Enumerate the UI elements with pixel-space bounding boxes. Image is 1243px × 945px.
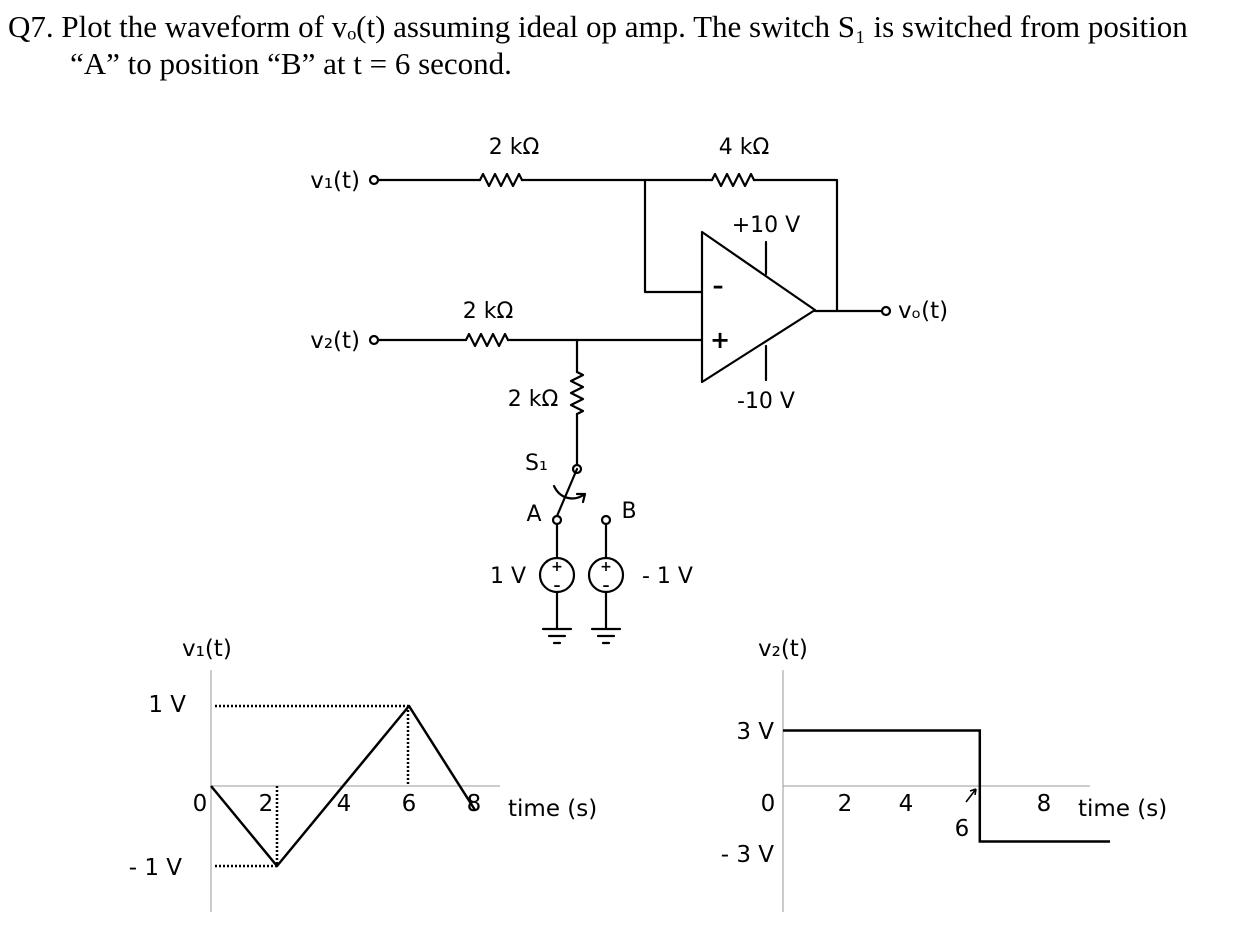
label-position-b: B	[621, 499, 636, 524]
label-r-shunt: 2 kΩ	[508, 387, 559, 412]
v1-terminal	[368, 174, 380, 186]
source-a-minus: –	[554, 578, 561, 594]
chart-v1-series-line	[210, 704, 477, 868]
chart-v1-xtick-6: 6	[402, 791, 417, 817]
chart-v1-xlabel: time (s)	[508, 796, 597, 822]
ground-symbol-b	[590, 627, 622, 645]
ground-symbol-a	[541, 627, 573, 645]
v2-terminal	[368, 334, 380, 346]
label-position-a: A	[526, 502, 541, 527]
label-switch: S₁	[525, 451, 548, 476]
chart-v2-xlabel: time (s)	[1078, 796, 1167, 822]
switch-contact-a	[551, 514, 563, 526]
feedback-return-wire	[752, 178, 839, 313]
chart-v2: v₂(t) 3 V - 3 V 0 2 4 6 8 time (s)	[721, 636, 1167, 912]
switch-arrow-head	[575, 492, 587, 504]
chart-v2-xtick-2: 2	[838, 791, 853, 817]
chart-v1-xtick-0: 0	[193, 791, 208, 817]
label-r-v2: 2 kΩ	[463, 299, 514, 324]
opamp-body	[700, 230, 817, 384]
chart-v2-ytick-pos: 3 V	[736, 719, 774, 745]
label-source-b: - 1 V	[642, 564, 693, 589]
chart-v2-xtick-0: 0	[761, 791, 776, 817]
inverting-feedback-wire	[643, 178, 704, 294]
chart-v1-ytick-neg: - 1 V	[129, 855, 183, 881]
switch-arrow-arc	[552, 484, 587, 500]
vo-terminal	[880, 305, 892, 317]
source-b-plus: +	[600, 559, 612, 575]
label-r-top: 2 kΩ	[489, 135, 540, 160]
source-b-minus: –	[603, 578, 610, 594]
switch-contact-b	[600, 514, 612, 526]
chart-v2-series-line	[783, 729, 1110, 843]
chart-v2-ytick-neg: - 3 V	[721, 842, 775, 868]
chart-v1-ylabel: v₁(t)	[182, 636, 232, 662]
label-vo: vₒ(t)	[898, 298, 948, 324]
switch-blade	[555, 467, 579, 518]
chart-v1-xtick-4: 4	[337, 791, 352, 817]
chart-v2-tick6-pointer	[965, 788, 977, 803]
resistor-shunt	[569, 370, 585, 416]
label-source-a: 1 V	[490, 564, 526, 589]
chart-v2-tick6-arrowhead	[969, 788, 977, 796]
chart-v1-xtick-8: 8	[467, 791, 482, 817]
chart-v2-xtick-4: 4	[899, 791, 914, 817]
chart-v2-ylabel: v₂(t)	[758, 636, 808, 662]
label-supply-pos: +10 V	[732, 213, 800, 238]
opamp-minus-sign: –	[713, 274, 724, 299]
chart-v1-xtick-2: 2	[259, 791, 274, 817]
question-text: Q7. Plot the waveform of vₒ(t) assuming …	[8, 8, 1238, 82]
question-line-1: Q7. Plot the waveform of vₒ(t) assuming …	[8, 9, 1188, 44]
opamp-plus-sign: +	[710, 326, 730, 354]
label-v1: v₁(t)	[310, 168, 360, 194]
source-a-plus: +	[551, 559, 563, 575]
label-r-feedback: 4 kΩ	[719, 135, 770, 160]
chart-v2-xtick-6: 6	[955, 816, 970, 842]
label-supply-neg: -10 V	[737, 389, 795, 414]
resistor-feedback	[710, 172, 756, 188]
chart-v2-xtick-8: 8	[1037, 791, 1052, 817]
label-v2: v₂(t)	[310, 328, 360, 354]
chart-v1-ytick-pos: 1 V	[148, 692, 186, 718]
question-line-2: “A” to position “B” at t = 6 second.	[70, 46, 512, 81]
chart-v1: v₁(t) 1 V - 1 V 0 2 4 6 8 time (s)	[129, 636, 597, 912]
resistor-top	[478, 172, 524, 188]
resistor-v2	[464, 332, 510, 348]
